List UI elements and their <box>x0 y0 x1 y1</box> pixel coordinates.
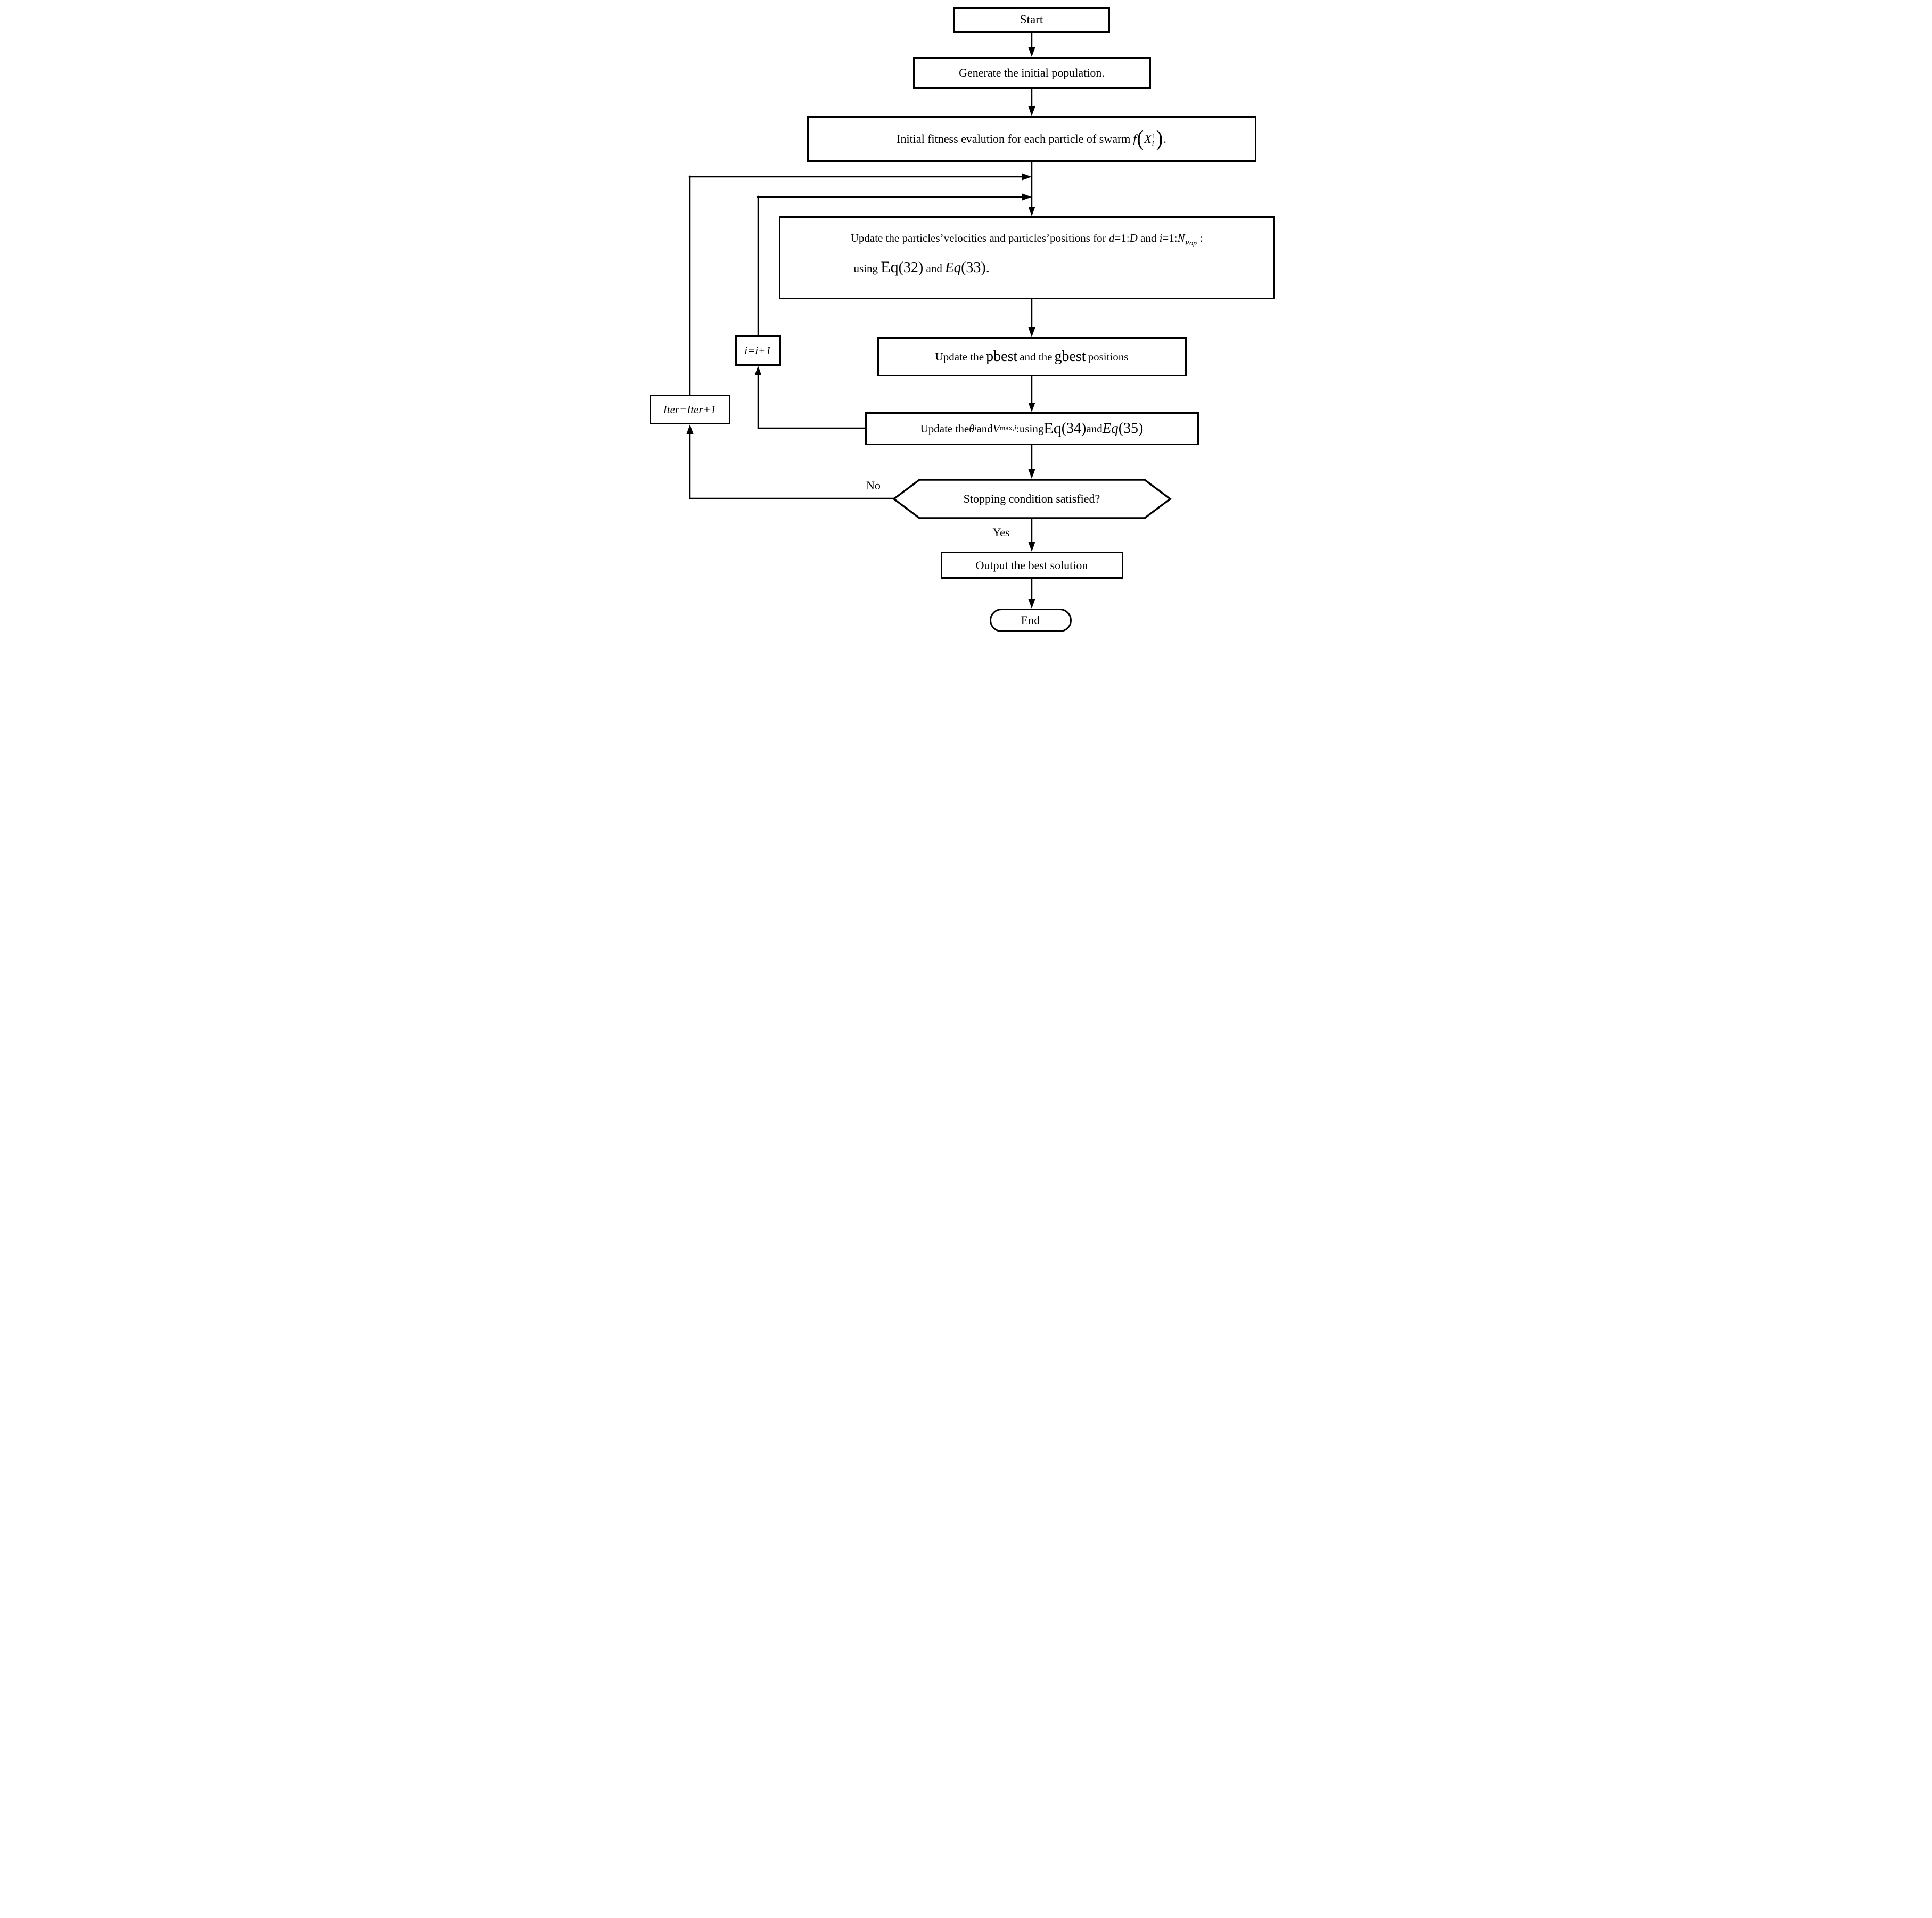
params-eq34: Eq <box>1043 419 1062 437</box>
fitness-period: . <box>1163 132 1166 146</box>
best-suffix: positions <box>1088 350 1129 363</box>
arrowhead-down-output <box>1028 542 1035 552</box>
velocity-eq32: Eq <box>881 258 899 276</box>
params-and1: and <box>976 422 993 435</box>
arrowhead-up-iter <box>686 424 693 434</box>
params-V-var: V <box>992 422 1000 435</box>
velocity-colon: : <box>1197 232 1203 244</box>
increment-iter-label: Iter=Iter+1 <box>663 403 717 416</box>
node-increment-i: i=i+1 <box>735 335 781 366</box>
velocity-line1-text: Update the particles’velocities and part… <box>850 232 1109 244</box>
best-pbest: pbest <box>986 348 1018 365</box>
connector-layer <box>686 33 1172 609</box>
stopping-condition-label: Stopping condition satisfied? <box>963 492 1100 506</box>
node-update-velocities: Update the particles’velocities and part… <box>778 216 1275 299</box>
fitness-close-paren: ) <box>1156 126 1163 151</box>
output-solution-label: Output the best solution <box>975 558 1088 572</box>
edge-params-to-i <box>757 373 866 429</box>
fitness-subscript: i <box>1152 140 1154 148</box>
params-theta-sub: i <box>974 424 977 432</box>
edge-label-no: No <box>856 478 891 493</box>
node-end: End <box>989 609 1072 632</box>
node-stopping-condition: Stopping condition satisfied? <box>894 480 1170 518</box>
params-eq35-args: (35) <box>1118 420 1144 437</box>
yes-label: Yes <box>992 526 1010 539</box>
node-output-solution: Output the best solution <box>940 552 1123 579</box>
node-increment-iter: Iter=Iter+1 <box>649 395 730 424</box>
arrowhead-down-velocity <box>1028 207 1035 216</box>
fitness-open-paren: ( <box>1137 126 1144 151</box>
start-label: Start <box>1020 13 1043 27</box>
arrowhead-right-i-merge <box>1022 193 1032 201</box>
arrowhead-down-decision <box>1028 469 1035 479</box>
velocity-d-range: =1: <box>1114 232 1130 244</box>
params-V-sub-max: max, <box>999 424 1015 432</box>
arrowhead-up-i <box>754 366 761 375</box>
best-gbest: gbest <box>1054 348 1086 365</box>
velocity-eq33-args: (33). <box>961 259 990 276</box>
arrowhead-down-params <box>1028 403 1035 412</box>
initial-fitness-text: Initial fitness evalution for each parti… <box>897 132 1131 146</box>
velocity-eq32-args: (32) <box>898 259 924 276</box>
edge-label-yes: Yes <box>984 525 1019 540</box>
params-V-sub-i: i <box>1014 424 1017 432</box>
arrowhead-down-generate <box>1028 47 1035 57</box>
velocity-d-var: d <box>1108 232 1115 244</box>
node-update-best: Update the pbest and the gbest positions <box>877 337 1187 376</box>
params-prefix: Update the <box>920 422 969 435</box>
fitness-function-symbol: f <box>1133 132 1137 146</box>
update-velocities-content: Update the particles’velocities and part… <box>780 218 1273 298</box>
arrowhead-down-best <box>1028 327 1035 337</box>
velocity-N-sub: Pop <box>1185 240 1197 248</box>
arrowhead-down-fitness <box>1028 106 1035 116</box>
generate-population-label: Generate the initial population. <box>959 66 1105 80</box>
node-start: Start <box>953 7 1110 33</box>
velocity-D-var: D <box>1129 232 1138 244</box>
best-prefix: Update the <box>935 350 984 363</box>
params-eq34-args: (34) <box>1061 420 1087 437</box>
velocity-and1: and <box>1137 232 1160 244</box>
velocity-and2: and <box>923 262 946 275</box>
end-label: End <box>1021 613 1040 627</box>
edge-no-branch <box>689 431 894 499</box>
update-velocities-line2: using Eq(32) and Eq(33). <box>854 258 1273 277</box>
increment-i-label: i=i+1 <box>744 344 771 357</box>
flowchart-canvas: Start Generate the initial population. I… <box>644 0 1288 640</box>
velocity-N-var: N <box>1177 232 1185 244</box>
arrowhead-down-end <box>1028 599 1035 609</box>
params-eq35: Eq <box>1102 420 1119 437</box>
no-label: No <box>866 479 881 492</box>
params-V-sub: max,i <box>1000 425 1017 432</box>
fitness-variable: X <box>1144 132 1152 146</box>
node-generate-population: Generate the initial population. <box>912 57 1151 89</box>
params-colon-using: :using <box>1016 422 1044 435</box>
decision-hexagon-shape <box>892 479 1172 519</box>
velocity-eq33: Eq <box>945 259 961 275</box>
velocity-i-range: =1: <box>1162 232 1178 244</box>
velocity-i-var: i <box>1159 232 1163 244</box>
params-theta: θ <box>969 422 975 435</box>
node-initial-fitness: Initial fitness evalution for each parti… <box>807 116 1256 162</box>
update-velocities-line1: Update the particles’velocities and part… <box>780 232 1273 248</box>
fitness-superscript: 1 <box>1152 133 1156 141</box>
params-and2: and <box>1086 422 1103 435</box>
arrowhead-right-iter-merge <box>1022 173 1032 181</box>
velocity-using: using <box>853 262 881 275</box>
best-mid: and the <box>1020 350 1053 363</box>
